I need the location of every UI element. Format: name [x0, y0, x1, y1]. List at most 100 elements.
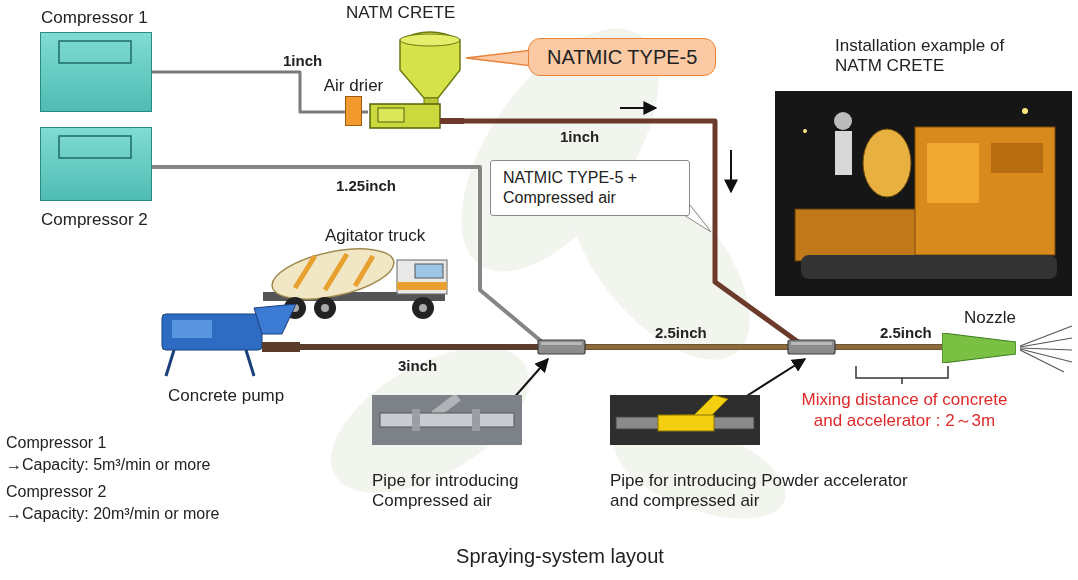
- pipe-size-label: 3inch: [398, 357, 437, 375]
- leader-arrow: [742, 359, 805, 399]
- spray-lines: [1020, 326, 1072, 372]
- hose-segment: [585, 345, 788, 350]
- pipe-photo-art: [412, 409, 420, 431]
- truck-label: Agitator truck: [325, 226, 460, 246]
- leader-arrow: [512, 359, 805, 400]
- distance-bracket: [856, 366, 948, 384]
- compressor-label: Compressor 1: [41, 8, 148, 28]
- installation-photo-art: [775, 91, 1072, 296]
- truck-symbol: [419, 304, 427, 312]
- pump-symbol: [162, 314, 262, 350]
- installation-photo-art: [795, 209, 935, 261]
- spec-note: Compressor 1: [6, 433, 106, 454]
- pipe-photo-art: [610, 395, 760, 445]
- pump-symbol: [172, 320, 212, 338]
- photo-caption: Pipe for introducing Powder accelerator …: [610, 471, 938, 512]
- hopper-symbol: [440, 118, 464, 124]
- nozzle-label: Nozzle: [964, 308, 1016, 328]
- pipe-line: [152, 72, 345, 112]
- callout-text: NATMIC TYPE-5: [547, 45, 697, 69]
- hopper-symbol: [378, 108, 404, 122]
- installation-photo-art: [801, 255, 1057, 279]
- pipe-photo-art: [610, 395, 760, 445]
- truck-symbol: [268, 248, 398, 308]
- nozzle-symbol: [942, 333, 1016, 363]
- callout-tail: [466, 49, 711, 232]
- truck-symbol: [321, 304, 329, 312]
- pipe-photo-art: [434, 397, 458, 415]
- pipe-size-label: 1inch: [283, 52, 322, 70]
- pipe-junction: [538, 340, 585, 354]
- spray-lines: [1020, 350, 1064, 372]
- mixing-note: Mixing distance of concrete and accelera…: [797, 389, 1012, 432]
- pump-symbol: [246, 350, 254, 376]
- hopper-symbol: [400, 34, 460, 46]
- compressor-panel: [41, 128, 153, 202]
- installation-photo-art: [835, 131, 852, 175]
- pipe-photo: Pipe for introducing Compressed air: [372, 395, 540, 512]
- compressor-panel: [59, 41, 131, 63]
- flow-arrow: [620, 107, 656, 109]
- installation-photo-art: [834, 112, 852, 130]
- truck-symbol: [397, 260, 447, 294]
- compressor-box: Compressor 1: [40, 32, 152, 112]
- pipe-junction: [788, 340, 835, 354]
- truck-symbol: [397, 282, 447, 290]
- leader-arrow: [512, 359, 548, 400]
- compressor-box: Compressor 2: [40, 127, 152, 201]
- pump-symbol: [166, 350, 174, 376]
- pipe-photo-art: [658, 415, 714, 431]
- installation-photo-art: [927, 143, 979, 203]
- truck-symbol: [295, 254, 373, 290]
- pipe-size-label: 2.5inch: [880, 324, 932, 342]
- pipe-junction: [538, 340, 835, 354]
- figure-caption: Spraying-system layout: [340, 543, 780, 569]
- spec-note: →Capacity: 5m³/min or more: [6, 455, 211, 476]
- pipe-line: [300, 344, 942, 350]
- pump-symbol: [254, 304, 296, 334]
- pipe-size-label: 1inch: [560, 128, 599, 146]
- unit-label: NATM CRETE: [346, 3, 455, 23]
- pipe-photo-art: [372, 395, 522, 445]
- pipe-line: [464, 121, 942, 347]
- pipe-size-label: 1.25inch: [336, 177, 396, 195]
- pipe-photo-art: [380, 413, 514, 427]
- installation-photo-art: [1022, 108, 1028, 114]
- spray-lines: [1020, 349, 1072, 362]
- compressor-panel: [59, 136, 131, 158]
- installation-photo-art: [991, 143, 1043, 173]
- pump-symbol: [158, 304, 300, 378]
- spray-lines: [1020, 348, 1072, 350]
- installation-photo-art: [915, 127, 1055, 255]
- concrete-pump: Concrete pump: [158, 304, 300, 378]
- pump-label: Concrete pump: [168, 386, 284, 406]
- spray-lines: [1020, 326, 1072, 346]
- compressor-panel: [41, 33, 153, 113]
- pipe-size-label: 2.5inch: [655, 324, 707, 342]
- callout-text: NATMIC TYPE-5 + Compressed air: [503, 168, 677, 208]
- hopper-symbol: [400, 32, 460, 98]
- pipe-photo-art: [472, 409, 480, 431]
- distance-bracket: [901, 378, 903, 384]
- nozzle-symbol: [942, 333, 1016, 363]
- photo-caption: Pipe for introducing Compressed air: [372, 471, 540, 512]
- flow-arrow: [730, 150, 732, 192]
- truck-symbol: [412, 297, 434, 319]
- hose-segment: [585, 347, 942, 348]
- distance-bracket: [856, 366, 948, 378]
- compressor-label: Compressor 2: [41, 210, 148, 230]
- pipe-photo-art: [372, 395, 522, 445]
- pipe-junction: [791, 342, 832, 345]
- watermark-leaf: [602, 402, 799, 539]
- nozzle: Nozzle: [942, 333, 1016, 363]
- spec-note: →Capacity: 20m³/min or more: [6, 504, 219, 525]
- pump-symbol: [262, 342, 300, 352]
- spray-lines: [1020, 338, 1072, 347]
- product-callout: NATMIC TYPE-5: [528, 38, 716, 76]
- photo-heading: Installation example of NATM CRETE: [835, 36, 1035, 77]
- mixture-callout: NATMIC TYPE-5 + Compressed air: [490, 160, 690, 216]
- pipe-photo-art: [660, 395, 728, 417]
- hose-segment: [835, 345, 942, 350]
- installation-photo-art: [803, 129, 807, 133]
